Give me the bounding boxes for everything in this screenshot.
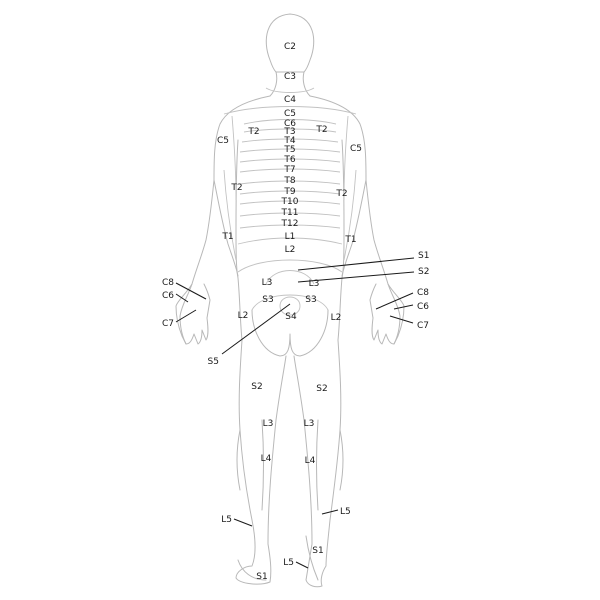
head-outline [265, 13, 315, 73]
leader-c8-left [175, 282, 207, 300]
label-l3-left-leg: L3 [263, 419, 274, 429]
label-t8: T8 [283, 176, 295, 186]
label-l4-left-leg: L4 [261, 454, 272, 464]
label-l5-left-foot: L5 [283, 558, 294, 568]
leader-s1-right [297, 257, 415, 271]
label-c8-left: C8 [162, 278, 174, 288]
right-shoulder-arm-outline [309, 95, 401, 345]
label-c7-left: C7 [162, 319, 174, 329]
label-c5-left-arm: C5 [217, 136, 229, 146]
left-hand-outline [175, 283, 211, 345]
dermatome-labels: C2 C3 C4 C5 C6 T3 T4 T5 T6 T7 T8 T9 T10 … [162, 42, 429, 582]
label-t2-right-arm: T2 [335, 189, 347, 199]
leader-l5-right-ankle [321, 509, 339, 515]
label-s2-right-thigh: S2 [316, 384, 327, 394]
label-s1-left-foot: S1 [256, 572, 267, 582]
label-s1-right-lead: S1 [418, 251, 429, 261]
label-c4: C4 [284, 95, 296, 105]
label-l5-left-ankle: L5 [221, 515, 232, 525]
label-l5-right-ankle: L5 [340, 507, 351, 517]
label-t5: T5 [283, 145, 295, 155]
label-l3-right-hip: L3 [309, 279, 320, 289]
leader-lines [175, 257, 415, 569]
left-calf-detail [236, 419, 264, 511]
label-t10: T10 [281, 197, 299, 207]
label-l3-right-leg: L3 [304, 419, 315, 429]
neck-outline [269, 71, 311, 97]
label-l2-back: L2 [285, 245, 296, 255]
label-c6: C6 [284, 119, 296, 129]
label-t12: T12 [281, 219, 299, 229]
label-c7-right: C7 [417, 321, 429, 331]
leader-l5-left-ankle [233, 518, 253, 527]
left-shoulder-arm-outline [179, 95, 271, 345]
label-s2-left-thigh: S2 [251, 382, 262, 392]
label-t2-left-shoulder: T2 [247, 127, 259, 137]
label-c6-right: C6 [417, 302, 429, 312]
leader-s2-right [297, 271, 415, 283]
label-t11: T11 [281, 208, 299, 218]
label-s5: S5 [208, 357, 219, 367]
leader-c8-right [375, 292, 414, 310]
label-l3-left-hip: L3 [262, 278, 273, 288]
label-t4: T4 [283, 136, 295, 146]
torso-left-outline [235, 139, 243, 341]
label-l2-left-thigh: L2 [238, 311, 249, 321]
label-c2: C2 [284, 42, 296, 52]
leader-c7-left [175, 309, 197, 323]
label-l1: L1 [285, 232, 296, 242]
leader-c6-right [393, 304, 414, 310]
buttocks-outline [251, 309, 329, 357]
label-t1-left-arm: T1 [221, 232, 233, 242]
torso-right-outline [337, 139, 345, 341]
leader-c6-left [175, 293, 189, 303]
label-t6: T6 [283, 155, 295, 165]
right-leg-outline [293, 339, 342, 588]
label-t1-right-arm: T1 [344, 235, 356, 245]
label-t2-left-arm: T2 [230, 183, 242, 193]
label-t7: T7 [283, 165, 295, 175]
label-c5: C5 [284, 109, 296, 119]
leader-s5 [221, 303, 291, 355]
label-t3: T3 [283, 127, 295, 137]
dermatome-boundaries [223, 87, 357, 316]
label-c3: C3 [284, 72, 296, 82]
label-s4: S4 [285, 312, 297, 322]
leader-l5-left-foot [295, 561, 309, 569]
label-t9: T9 [283, 187, 295, 197]
label-c5-right-arm: C5 [350, 144, 362, 154]
label-t2-right-shoulder: T2 [315, 125, 327, 135]
label-c8-right: C8 [417, 288, 429, 298]
body-outline [175, 13, 405, 588]
label-s3-left: S3 [262, 295, 273, 305]
label-s1-right-heel: S1 [312, 546, 323, 556]
label-s2-right-lead: S2 [418, 267, 429, 277]
label-l2-right-thigh: L2 [331, 313, 342, 323]
left-foot-detail [237, 559, 267, 581]
leader-c7-right [389, 315, 414, 324]
label-l4-right-leg: L4 [305, 456, 316, 466]
right-hand-outline [369, 283, 405, 345]
right-calf-detail [316, 419, 344, 511]
left-leg-outline [235, 339, 287, 585]
label-s3-right: S3 [305, 295, 316, 305]
label-c6-left: C6 [162, 291, 174, 301]
right-foot-detail [305, 535, 319, 581]
